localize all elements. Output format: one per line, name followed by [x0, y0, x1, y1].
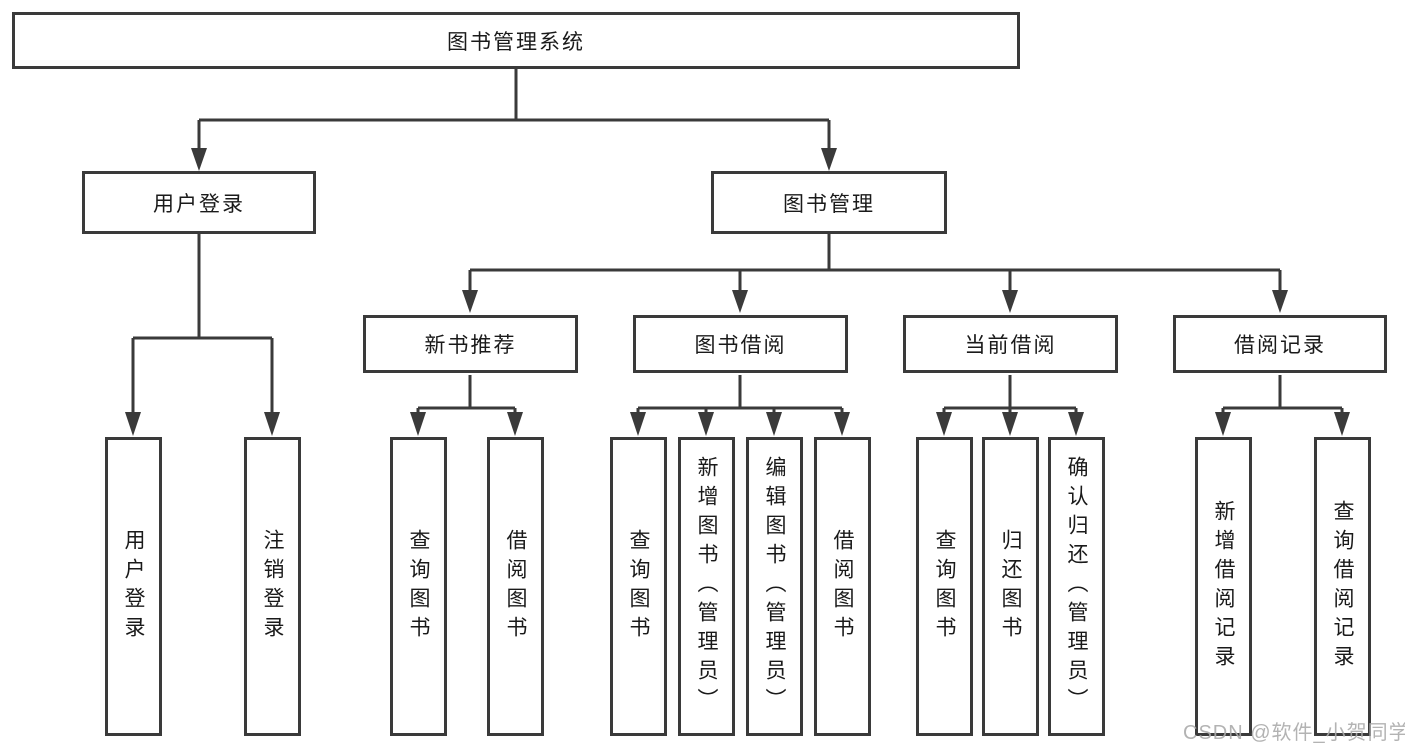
node-new-book-recommend: 新书推荐 [363, 315, 578, 373]
leaf-label: 查询图书 [933, 528, 956, 645]
leaf-user-login: 用户登录 [105, 437, 162, 736]
arrowhead [1215, 412, 1231, 436]
arrowhead [821, 148, 837, 171]
node-label: 用户登录 [153, 192, 245, 216]
leaf-query-books-3: 查询图书 [916, 437, 973, 736]
arrowhead [1334, 412, 1350, 436]
arrowhead [191, 148, 207, 171]
node-label: 图书管理系统 [447, 30, 585, 54]
leaf-add-borrow-record: 新增借阅记录 [1195, 437, 1252, 736]
node-label: 图书管理 [783, 192, 875, 216]
leaf-logout: 注销登录 [244, 437, 301, 736]
arrowhead [630, 412, 646, 436]
arrowhead [507, 412, 523, 436]
leaf-label: 编辑图书（管理员） [763, 456, 786, 717]
leaf-query-books-1: 查询图书 [390, 437, 447, 736]
node-root-system: 图书管理系统 [12, 12, 1020, 69]
leaf-return-book: 归还图书 [982, 437, 1039, 736]
arrowhead [264, 412, 280, 436]
arrowhead [834, 412, 850, 436]
connector-mgmt-to-level2 [468, 234, 1282, 292]
leaf-label: 查询借阅记录 [1331, 499, 1354, 674]
node-borrowing-records: 借阅记录 [1173, 315, 1387, 373]
leaf-label: 新增借阅记录 [1212, 499, 1235, 674]
node-label: 借阅记录 [1234, 334, 1326, 357]
leaf-label: 查询图书 [407, 528, 430, 645]
leaf-label: 借阅图书 [831, 528, 854, 645]
arrowhead [732, 290, 748, 313]
leaf-label: 借阅图书 [504, 528, 527, 645]
leaf-label: 归还图书 [999, 528, 1022, 645]
arrowhead [1002, 290, 1018, 313]
leaf-label: 确认归还（管理员） [1065, 456, 1088, 717]
leaf-edit-book-admin: 编辑图书（管理员） [746, 437, 803, 736]
node-label: 当前借阅 [964, 334, 1057, 357]
connector-borrow-to-leaves [636, 375, 844, 414]
leaf-borrow-books-2: 借阅图书 [814, 437, 871, 736]
arrowhead [410, 412, 426, 436]
connector-root-to-level1 [197, 69, 831, 150]
leaf-add-book-admin: 新增图书（管理员） [678, 437, 735, 736]
node-label: 新书推荐 [424, 334, 517, 357]
arrowhead [698, 412, 714, 436]
node-book-management: 图书管理 [711, 171, 947, 234]
connector-login-to-leaves [131, 234, 274, 414]
arrowhead [462, 290, 478, 313]
leaf-label: 新增图书（管理员） [695, 456, 718, 717]
leaf-label: 注销登录 [261, 528, 284, 645]
leaf-label: 用户登录 [122, 528, 145, 645]
connector-rec-to-leaves [416, 375, 517, 414]
arrowhead [125, 412, 141, 436]
leaf-label: 查询图书 [627, 528, 650, 645]
leaf-query-borrow-record: 查询借阅记录 [1314, 437, 1371, 736]
node-book-borrowing: 图书借阅 [633, 315, 848, 373]
connector-current-to-leaves [942, 375, 1078, 414]
leaf-confirm-return-admin: 确认归还（管理员） [1048, 437, 1105, 736]
arrowhead [766, 412, 782, 436]
node-user-login: 用户登录 [82, 171, 316, 234]
arrowhead [1272, 290, 1288, 313]
node-label: 图书借阅 [694, 334, 787, 357]
connector-records-to-leaves [1221, 375, 1344, 414]
arrowhead [1068, 412, 1084, 436]
leaf-query-books-2: 查询图书 [610, 437, 667, 736]
arrowhead [936, 412, 952, 436]
leaf-borrow-books-1: 借阅图书 [487, 437, 544, 736]
node-current-borrowing: 当前借阅 [903, 315, 1118, 373]
arrowhead [1002, 412, 1018, 436]
csdn-watermark: CSDN @软件_小贺同学 [1183, 722, 1405, 744]
